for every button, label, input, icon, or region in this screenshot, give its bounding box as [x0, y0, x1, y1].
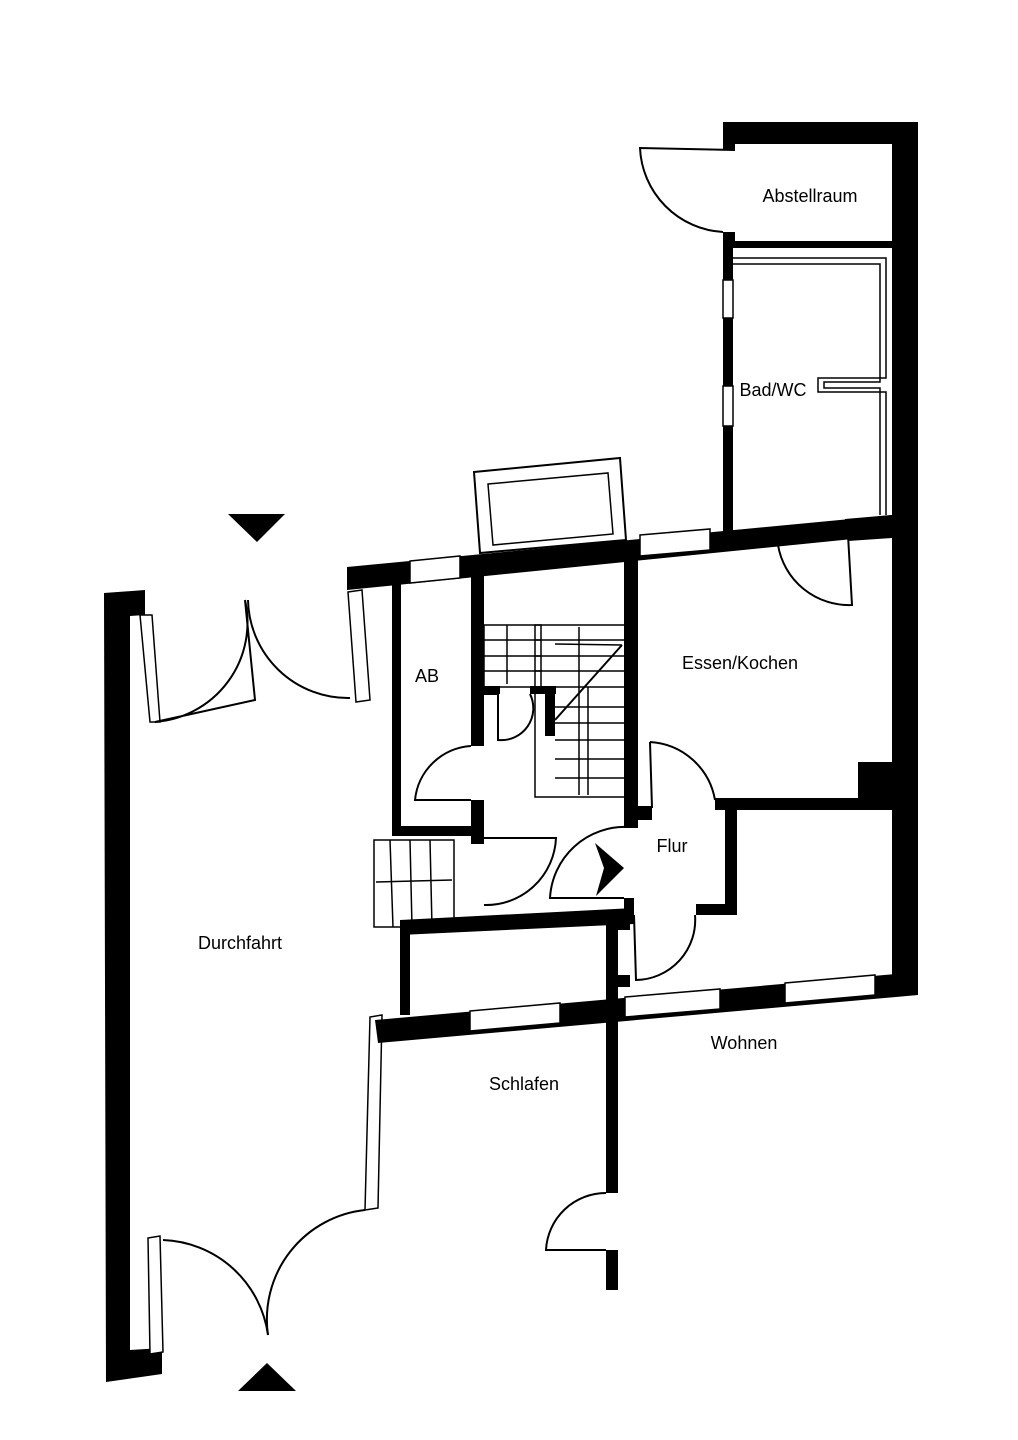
room-label-essen-kochen: Essen/Kochen: [682, 653, 798, 673]
walls: [104, 122, 918, 1382]
room-label-abstellraum: Abstellraum: [762, 186, 857, 206]
room-label-durchfahrt: Durchfahrt: [198, 933, 282, 953]
entry-arrow-flur-icon: [595, 843, 624, 896]
entry-arrows: [228, 514, 624, 1391]
room-label-ab: AB: [415, 666, 439, 686]
room-label-flur: Flur: [657, 836, 688, 856]
stairs: [373, 624, 626, 928]
entry-arrow-bottom-icon: [238, 1363, 296, 1391]
entry-arrow-top-icon: [228, 514, 285, 542]
room-label-schlafen: Schlafen: [489, 1074, 559, 1094]
room-label-bad: Bad/WC: [739, 380, 806, 400]
doors: [154, 146, 854, 1336]
room-label-wohnen: Wohnen: [711, 1033, 778, 1053]
room-labels: Abstellraum Bad/WC AB Essen/Kochen Flur …: [198, 186, 858, 1094]
